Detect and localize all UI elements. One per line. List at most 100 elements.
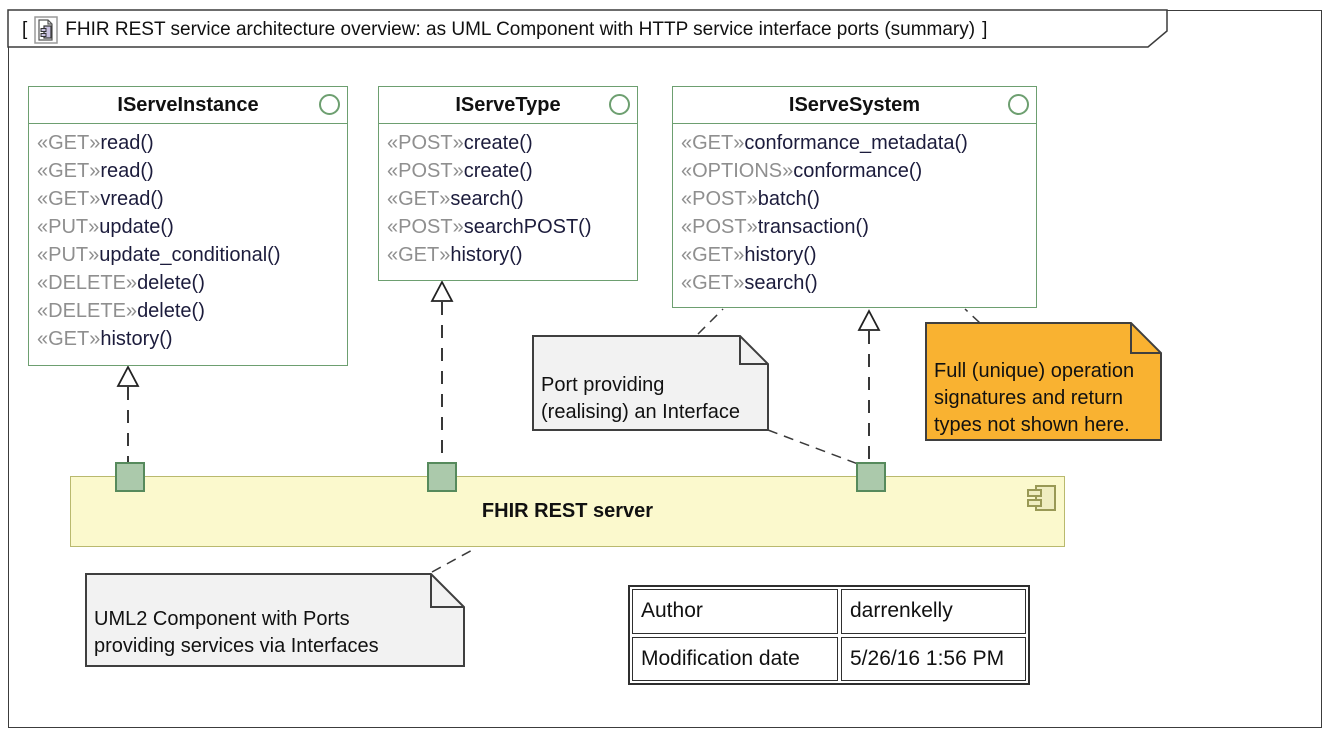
method-row[interactable]: «GET»history() xyxy=(681,241,1028,269)
interface-ball-icon xyxy=(609,94,630,115)
method-stereotype: «GET» xyxy=(37,132,101,154)
method-name: history() xyxy=(450,244,523,266)
info-label-modification-date: Modification date xyxy=(632,636,838,681)
info-label-author: Author xyxy=(632,589,838,634)
method-name: read() xyxy=(100,160,154,182)
method-stereotype: «GET» xyxy=(387,244,451,266)
method-stereotype: «POST» xyxy=(387,216,464,238)
method-name: batch() xyxy=(757,188,820,210)
method-row[interactable]: «GET»conformance_metadata() xyxy=(681,129,1028,157)
realization-connector-type[interactable] xyxy=(430,280,454,462)
note-line: Full (unique) operation xyxy=(934,360,1135,382)
interface-iservesystem[interactable]: IServeSystem «GET»conformance_metadata()… xyxy=(672,86,1037,308)
method-row[interactable]: «DELETE»delete() xyxy=(37,297,339,325)
method-name: read() xyxy=(100,132,154,154)
method-stereotype: «GET» xyxy=(387,188,451,210)
note-line: providing services via Interfaces xyxy=(94,635,379,657)
note-port-providing[interactable]: Port providing (realising) an Interface xyxy=(532,335,769,431)
method-stereotype: «GET» xyxy=(37,328,101,350)
method-row[interactable]: «PUT»update() xyxy=(37,213,339,241)
anchor-portnote-port[interactable] xyxy=(767,429,859,465)
method-row[interactable]: «OPTIONS»conformance() xyxy=(681,157,1028,185)
interface-name: IServeSystem xyxy=(788,93,921,116)
method-stereotype: «GET» xyxy=(37,160,101,182)
method-row[interactable]: «POST»create() xyxy=(387,129,629,157)
method-row[interactable]: «GET»history() xyxy=(37,325,339,353)
method-name: delete() xyxy=(137,272,205,294)
note-line: signatures and return xyxy=(934,387,1124,409)
method-name: vread() xyxy=(100,188,164,210)
diagram-title-bar: [ FHIR REST service architecture overvie… xyxy=(22,16,987,44)
realization-connector-instance[interactable] xyxy=(116,365,140,462)
method-stereotype: «DELETE» xyxy=(37,272,138,294)
note-signatures[interactable]: Full (unique) operation signatures and r… xyxy=(925,322,1162,441)
note-line: types not shown here. xyxy=(934,414,1130,436)
method-stereotype: «POST» xyxy=(387,132,464,154)
method-name: update() xyxy=(99,216,174,238)
method-name: conformance() xyxy=(793,160,923,182)
method-row[interactable]: «POST»transaction() xyxy=(681,213,1028,241)
method-row[interactable]: «GET»search() xyxy=(387,185,629,213)
component-fhir-rest-server[interactable]: FHIR REST server xyxy=(70,476,1065,547)
diagram-info-table[interactable]: Author darrenkelly Modification date 5/2… xyxy=(628,585,1030,685)
note-line: Port providing xyxy=(541,374,665,396)
method-stereotype: «GET» xyxy=(681,244,745,266)
method-list: «GET»conformance_metadata() «OPTIONS»con… xyxy=(673,124,1036,297)
port-iservesystem[interactable] xyxy=(856,462,886,492)
interface-name: IServeType xyxy=(455,93,561,116)
info-value-modification-date: 5/26/16 1:56 PM xyxy=(841,636,1026,681)
method-stereotype: «DELETE» xyxy=(37,300,138,322)
method-row[interactable]: «DELETE»delete() xyxy=(37,269,339,297)
method-stereotype: «POST» xyxy=(681,188,758,210)
port-iservetype[interactable] xyxy=(427,462,457,492)
title-bracket-open: [ xyxy=(22,19,28,40)
method-name: transaction() xyxy=(757,216,869,238)
method-stereotype: «GET» xyxy=(681,132,745,154)
note-line: (realising) an Interface xyxy=(541,401,740,423)
interface-ball-icon xyxy=(1008,94,1029,115)
note-uml2-component[interactable]: UML2 Component with Ports providing serv… xyxy=(85,573,465,667)
anchor-portnote-interface[interactable] xyxy=(697,308,724,335)
method-stereotype: «PUT» xyxy=(37,216,100,238)
interface-iservetype[interactable]: IServeType «POST»create() «POST»create()… xyxy=(378,86,638,281)
method-name: conformance_metadata() xyxy=(744,132,968,154)
info-value-author: darrenkelly xyxy=(841,589,1026,634)
interface-iserveinstance[interactable]: IServeInstance «GET»read() «GET»read() «… xyxy=(28,86,348,366)
port-iserveinstance[interactable] xyxy=(115,462,145,492)
method-row[interactable]: «GET»read() xyxy=(37,157,339,185)
method-row[interactable]: «PUT»update_conditional() xyxy=(37,241,339,269)
anchor-componentnote-component[interactable] xyxy=(431,547,477,573)
method-row[interactable]: «GET»history() xyxy=(387,241,629,269)
method-list: «POST»create() «POST»create() «GET»searc… xyxy=(379,124,637,269)
method-list: «GET»read() «GET»read() «GET»vread() «PU… xyxy=(29,124,347,353)
method-row[interactable]: «GET»vread() xyxy=(37,185,339,213)
method-name: searchPOST() xyxy=(463,216,592,238)
method-name: delete() xyxy=(137,300,205,322)
method-row[interactable]: «GET»read() xyxy=(37,129,339,157)
method-name: update_conditional() xyxy=(99,244,281,266)
method-stereotype: «POST» xyxy=(681,216,758,238)
method-stereotype: «OPTIONS» xyxy=(681,160,794,182)
method-row[interactable]: «POST»batch() xyxy=(681,185,1028,213)
component-label: FHIR REST server xyxy=(481,500,654,522)
method-stereotype: «PUT» xyxy=(37,244,100,266)
anchor-signaturenote-interface[interactable] xyxy=(964,308,981,324)
method-row[interactable]: «GET»search() xyxy=(681,269,1028,297)
method-name: create() xyxy=(463,132,533,154)
diagram-title: FHIR REST service architecture overview:… xyxy=(65,19,976,40)
method-row[interactable]: «POST»create() xyxy=(387,157,629,185)
title-bracket-close: ] xyxy=(982,19,988,40)
frame-title-tab[interactable] xyxy=(7,9,1168,48)
method-name: create() xyxy=(463,160,533,182)
note-line: UML2 Component with Ports xyxy=(94,608,350,630)
method-name: history() xyxy=(100,328,173,350)
interface-ball-icon xyxy=(319,94,340,115)
method-name: search() xyxy=(744,272,818,294)
method-row[interactable]: «POST»searchPOST() xyxy=(387,213,629,241)
method-stereotype: «GET» xyxy=(37,188,101,210)
uml-component-icon xyxy=(1027,485,1056,511)
method-name: history() xyxy=(744,244,817,266)
method-stereotype: «POST» xyxy=(387,160,464,182)
realization-connector-system[interactable] xyxy=(857,309,881,462)
